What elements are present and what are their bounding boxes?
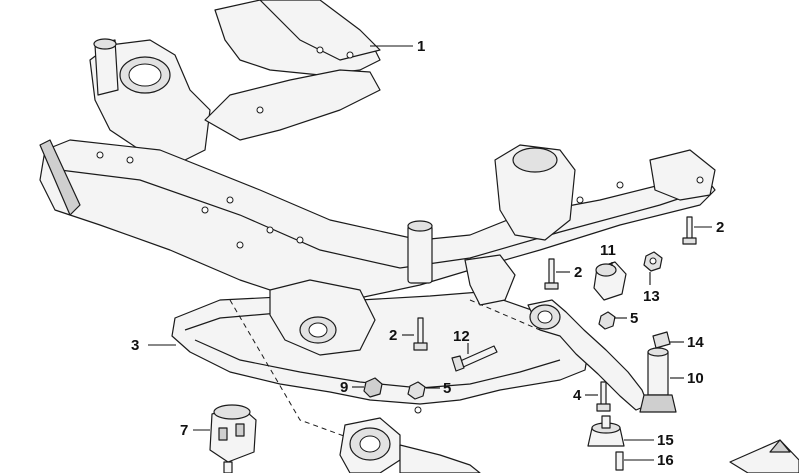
- callout-2: 2: [716, 219, 725, 236]
- page-curl-icon: [729, 439, 799, 473]
- callout-7: 7: [180, 422, 189, 439]
- nut-part-13: [643, 251, 663, 272]
- callout-2: 2: [574, 264, 583, 281]
- ball-joint-part-15: [587, 415, 625, 447]
- callout-2: 2: [389, 327, 398, 344]
- callout-5: 5: [630, 310, 639, 327]
- nut-part-9: [363, 377, 383, 398]
- bolt-part-12: [451, 345, 498, 372]
- bushing-part-7: [209, 404, 257, 473]
- bolt-part-2-right: [682, 216, 697, 245]
- bolt-part-2-mid: [544, 258, 559, 290]
- callout-5: 5: [443, 380, 452, 397]
- nut-part-5-upper: [598, 311, 616, 330]
- bolt-part-16: [615, 451, 624, 471]
- nut-part-5-lower: [407, 381, 426, 400]
- callout-3: 3: [131, 337, 140, 354]
- cap-part-14: [652, 331, 671, 349]
- control-arm-part-10: [527, 299, 677, 413]
- callout-16: 16: [657, 452, 674, 469]
- callout-10: 10: [687, 370, 704, 387]
- bolt-part-4: [596, 381, 611, 412]
- callout-11: 11: [600, 242, 616, 259]
- callout-14: 14: [687, 334, 704, 351]
- callout-9: 9: [340, 379, 349, 396]
- callout-4: 4: [573, 387, 582, 404]
- front-axle-carrier: [39, 0, 716, 356]
- bushing-part-11: [593, 261, 627, 301]
- callout-1: 1: [417, 38, 426, 55]
- lower-control-arm: [339, 417, 481, 473]
- leader-lines: [148, 45, 712, 461]
- callout-12: 12: [453, 328, 470, 345]
- bolt-part-2-left: [413, 317, 428, 351]
- callout-15: 15: [657, 432, 674, 449]
- callout-13: 13: [643, 288, 660, 305]
